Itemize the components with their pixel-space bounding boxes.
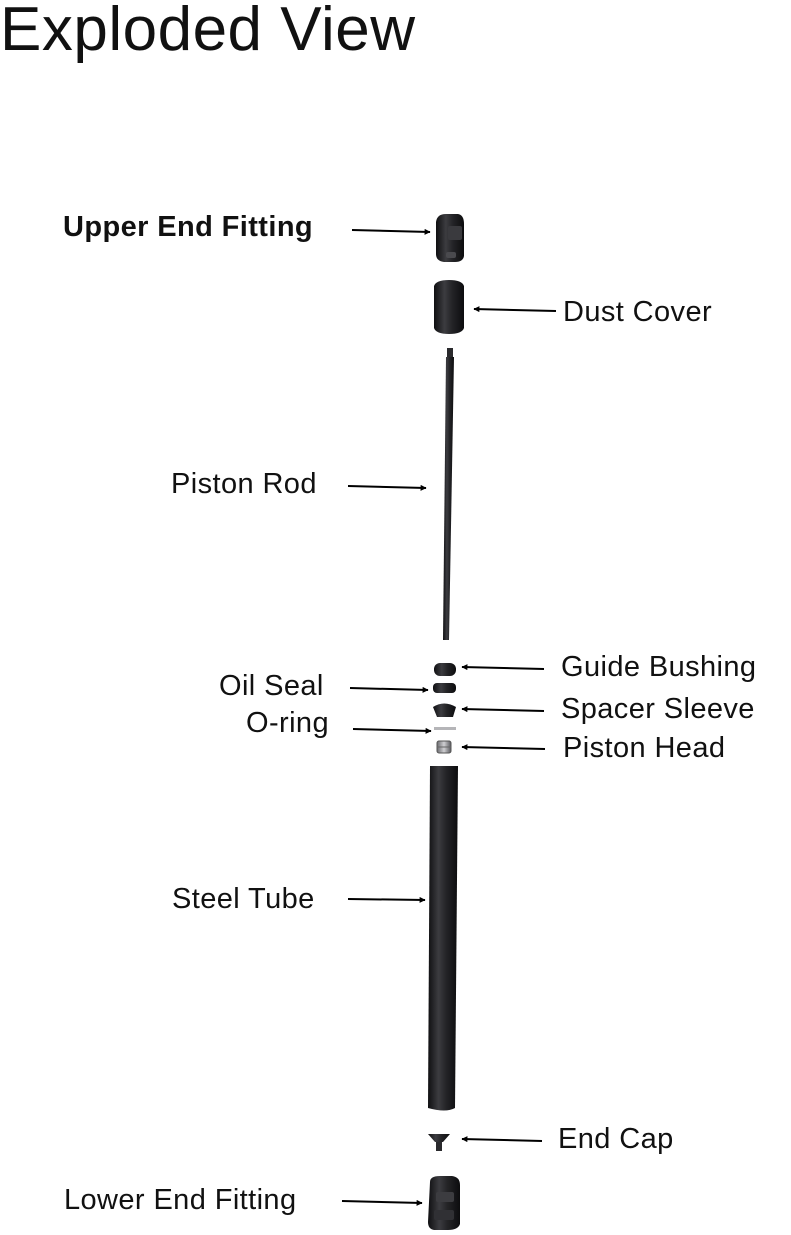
label-dust-cover: Dust Cover (563, 296, 713, 328)
page-title: Exploded View (0, 0, 416, 64)
arrow-oil-seal (349, 686, 429, 693)
label-guide-bushing: Guide Bushing (561, 651, 757, 683)
label-lower-end-fitting: Lower End Fitting (64, 1184, 297, 1216)
end-cap-part (428, 1134, 450, 1151)
steel-tube-part (428, 766, 458, 1111)
label-spacer-sleeve: Spacer Sleeve (561, 693, 755, 725)
arrow-steel-tube (347, 896, 426, 903)
dust-cover-part (434, 280, 464, 334)
oil-seal-part (433, 683, 456, 693)
label-piston-head: Piston Head (563, 732, 726, 764)
piston-rod-part (443, 348, 454, 640)
guide-bushing-part (434, 663, 456, 676)
arrow-guide-bushing (461, 664, 545, 671)
upper-end-fitting-part (436, 214, 464, 262)
arrow-piston-rod (347, 484, 427, 491)
piston-head-part (436, 740, 452, 754)
arrow-lower-end-fitting (341, 1199, 423, 1206)
arrow-dust-cover (473, 306, 557, 313)
arrow-spacer-sleeve (461, 706, 545, 713)
o-ring-part (434, 727, 456, 730)
arrow-upper-end-fitting (351, 228, 431, 235)
arrow-o-ring (352, 727, 432, 734)
spacer-sleeve-part (433, 703, 456, 717)
label-oil-seal: Oil Seal (219, 670, 324, 702)
arrow-piston-head (461, 744, 546, 751)
label-piston-rod: Piston Rod (171, 468, 317, 500)
label-end-cap: End Cap (558, 1123, 674, 1155)
label-steel-tube: Steel Tube (172, 883, 315, 915)
label-o-ring: O-ring (246, 707, 329, 739)
label-upper-end-fitting: Upper End Fitting (63, 211, 314, 243)
arrow-end-cap (461, 1136, 543, 1143)
lower-end-fitting-part (428, 1176, 460, 1230)
